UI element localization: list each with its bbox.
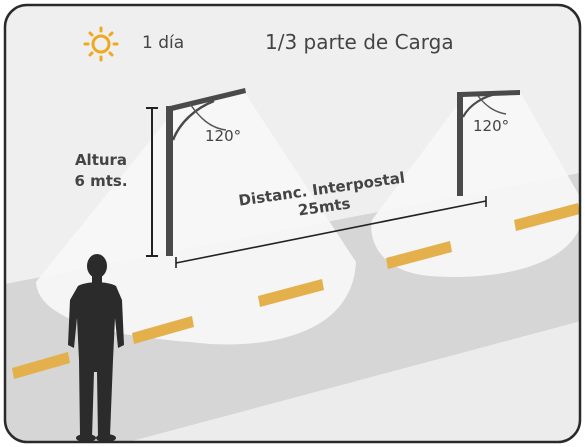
street-light-pole-left [166, 88, 246, 256]
lane-mark [386, 241, 452, 269]
beam-angle-right: 120° [473, 117, 510, 135]
light-cone-right [371, 92, 580, 277]
pole-height-label: Altura 6 mts. [62, 150, 140, 192]
lane-mark [514, 203, 580, 231]
street-light-pole-right [457, 90, 520, 196]
person-silhouette [68, 254, 124, 442]
height-dimension [146, 107, 158, 257]
light-cone-left [36, 90, 356, 345]
card-border [3, 3, 582, 444]
road-shoulder [110, 320, 580, 442]
sun-icon [83, 26, 119, 62]
lane-markings [12, 203, 580, 379]
day-label: 1 día [142, 33, 185, 53]
pole-height-title: Altura [74, 151, 128, 169]
load-label: 1/3 parte de Carga [265, 30, 454, 54]
lane-mark [132, 316, 194, 344]
beam-angle-left: 120° [205, 127, 242, 145]
pole-height-value: 6 mts. [74, 172, 128, 190]
distance-dimension [175, 196, 487, 268]
lane-mark [258, 279, 324, 307]
lane-mark [12, 352, 70, 379]
